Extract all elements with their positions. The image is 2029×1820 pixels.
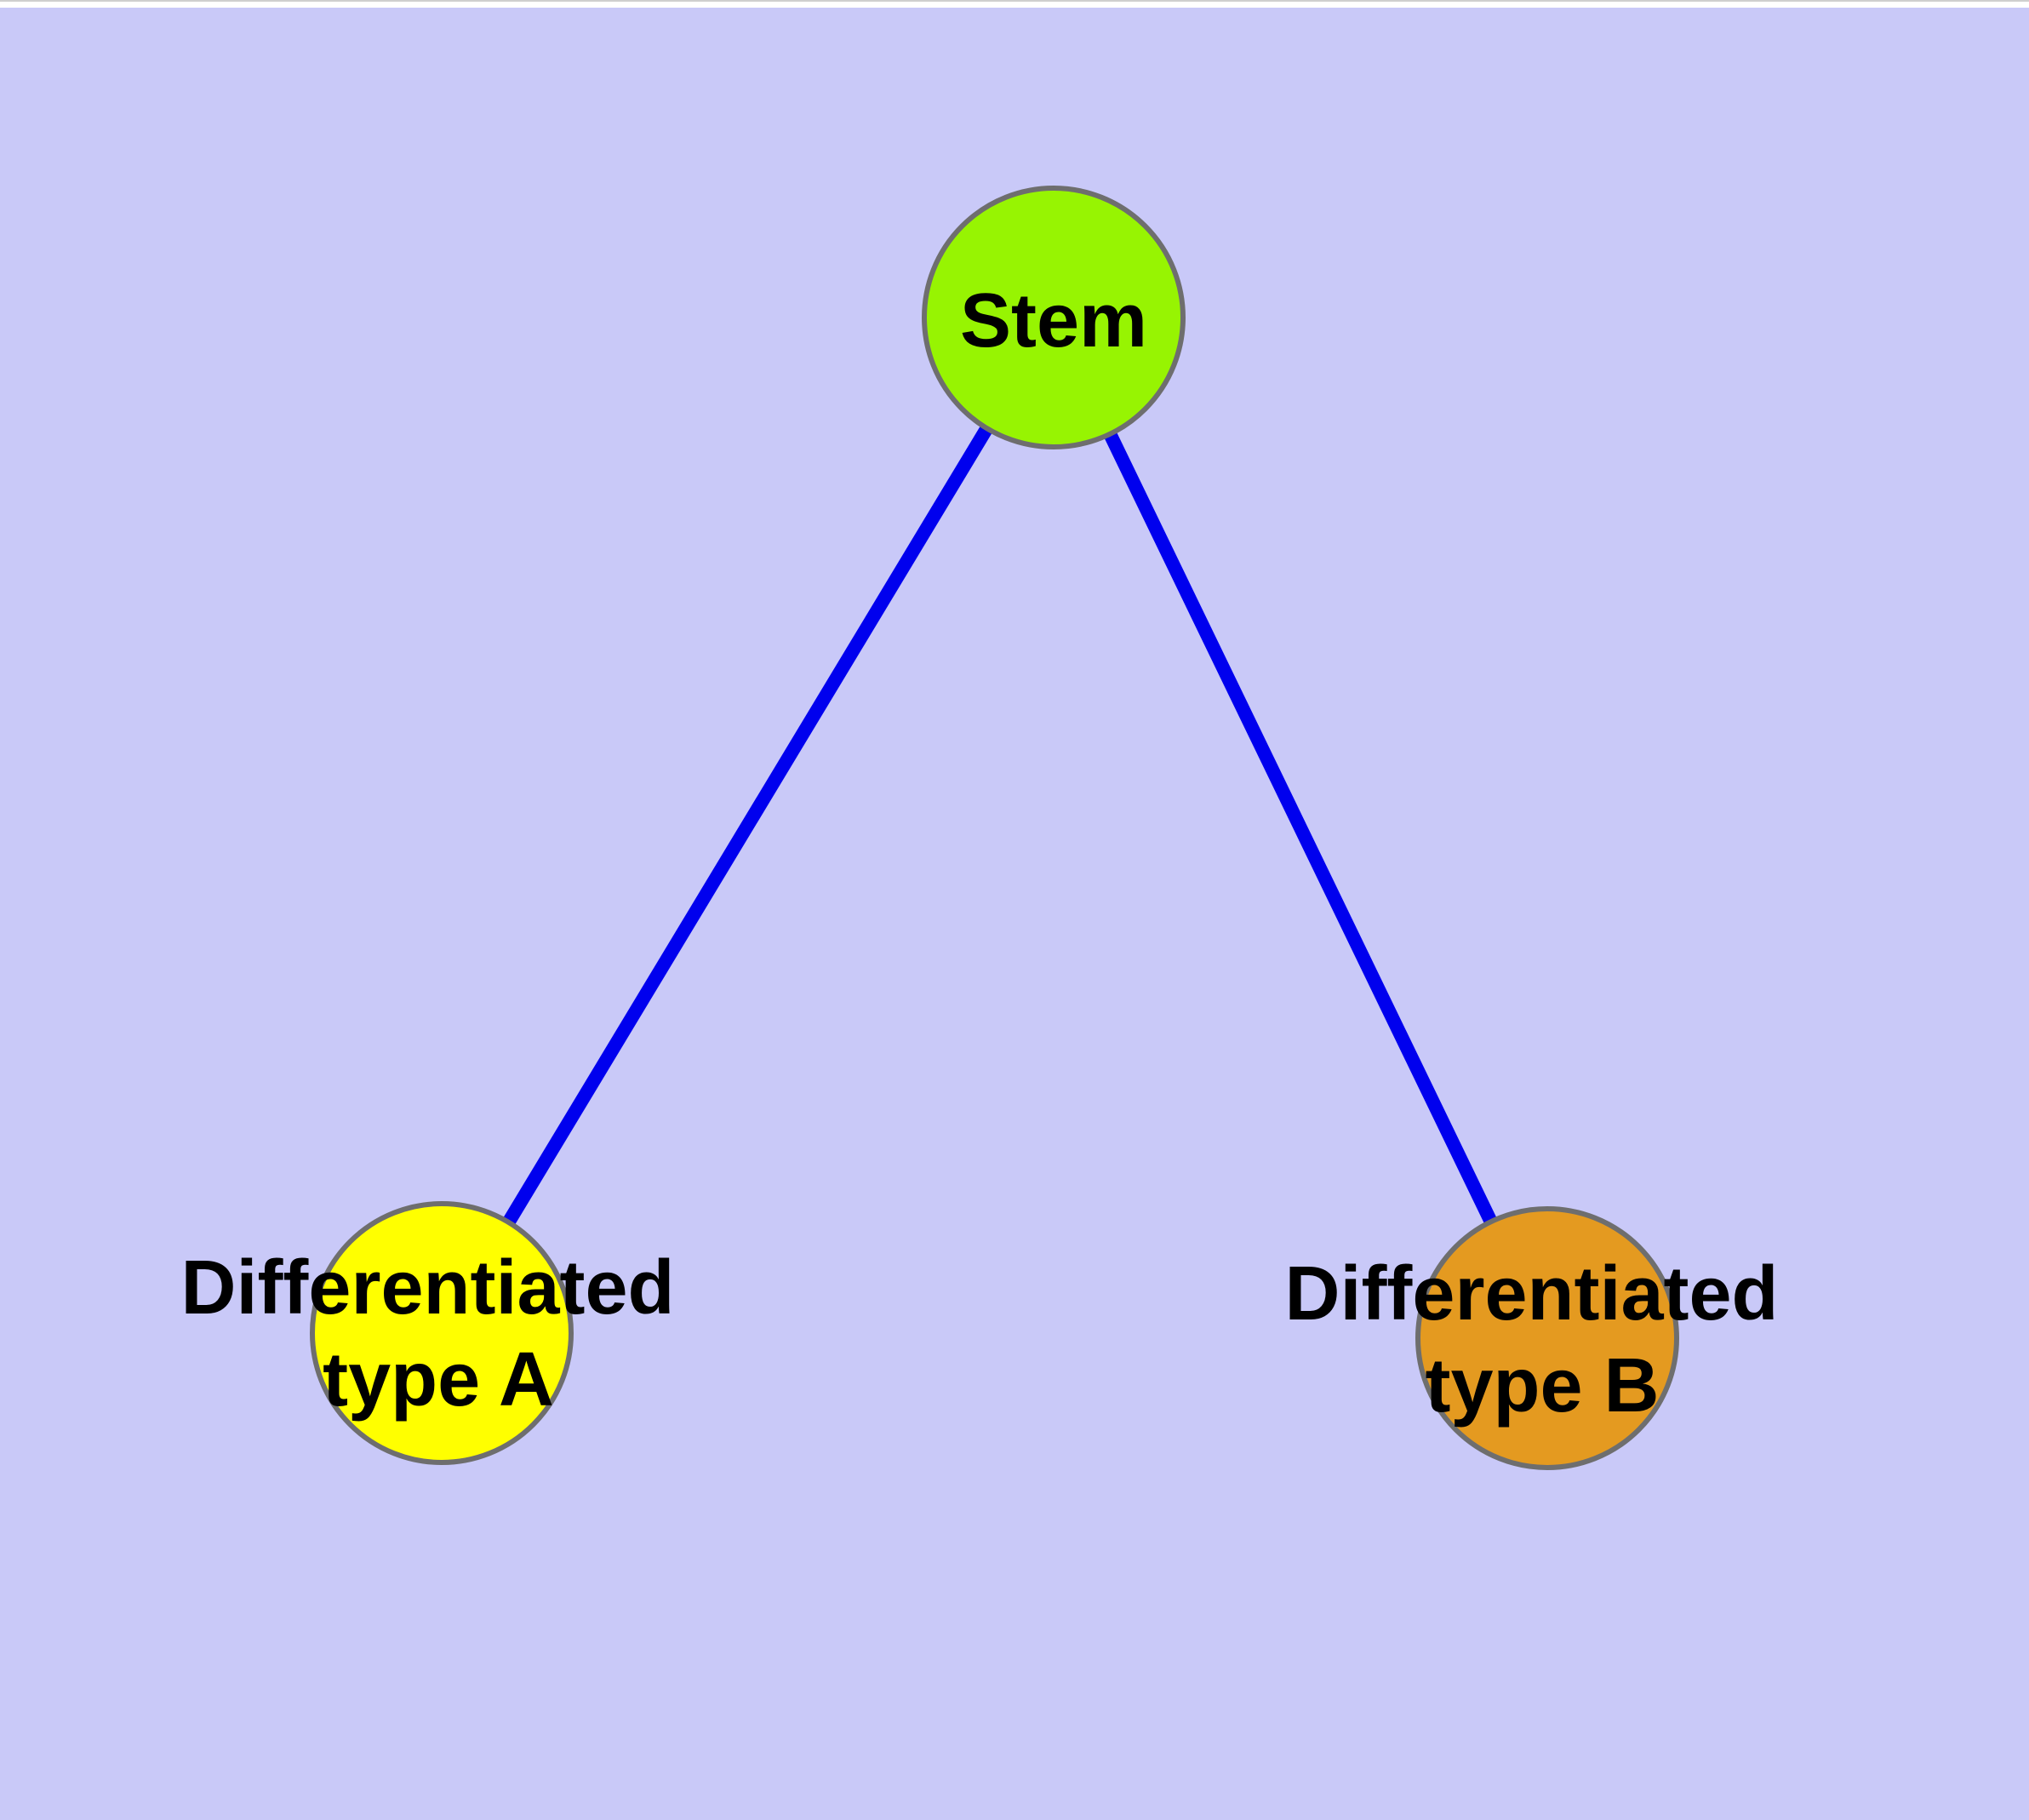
node-type-a-circle <box>310 1201 574 1465</box>
node-type-b-label-line1: Differentiated <box>1284 1251 1778 1336</box>
node-type-a-label-line2: type A <box>323 1337 554 1422</box>
node-type-a-label: Differentiated type A <box>180 1220 695 1422</box>
edge-stem-to-type-a <box>436 313 1060 1337</box>
top-hairline <box>0 0 2029 2</box>
node-type-b-label: Differentiated type B <box>1284 1226 1799 1428</box>
node-stem-circle <box>922 186 1186 449</box>
node-type-a-label-line1: Differentiated <box>180 1245 674 1331</box>
node-type-b-circle <box>1415 1206 1679 1470</box>
edge-stem-to-type-b <box>1047 314 1554 1342</box>
node-type-b-label-line2: type B <box>1425 1343 1659 1428</box>
node-stem-label: Stem <box>960 278 1147 363</box>
